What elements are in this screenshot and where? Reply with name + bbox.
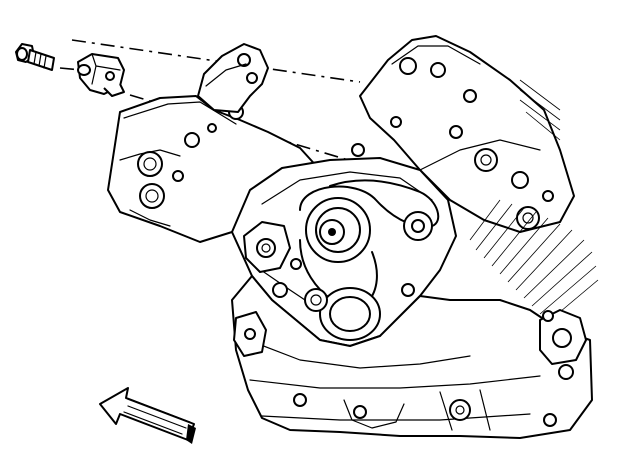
sensor-icon bbox=[77, 53, 125, 97]
bolt-icon bbox=[15, 43, 55, 71]
engine-block bbox=[107, 35, 599, 439]
cam-sprocket bbox=[305, 197, 371, 263]
direction-arrow-icon bbox=[99, 387, 196, 444]
crank-sprocket bbox=[304, 287, 381, 341]
hatching-top-right bbox=[519, 79, 561, 141]
